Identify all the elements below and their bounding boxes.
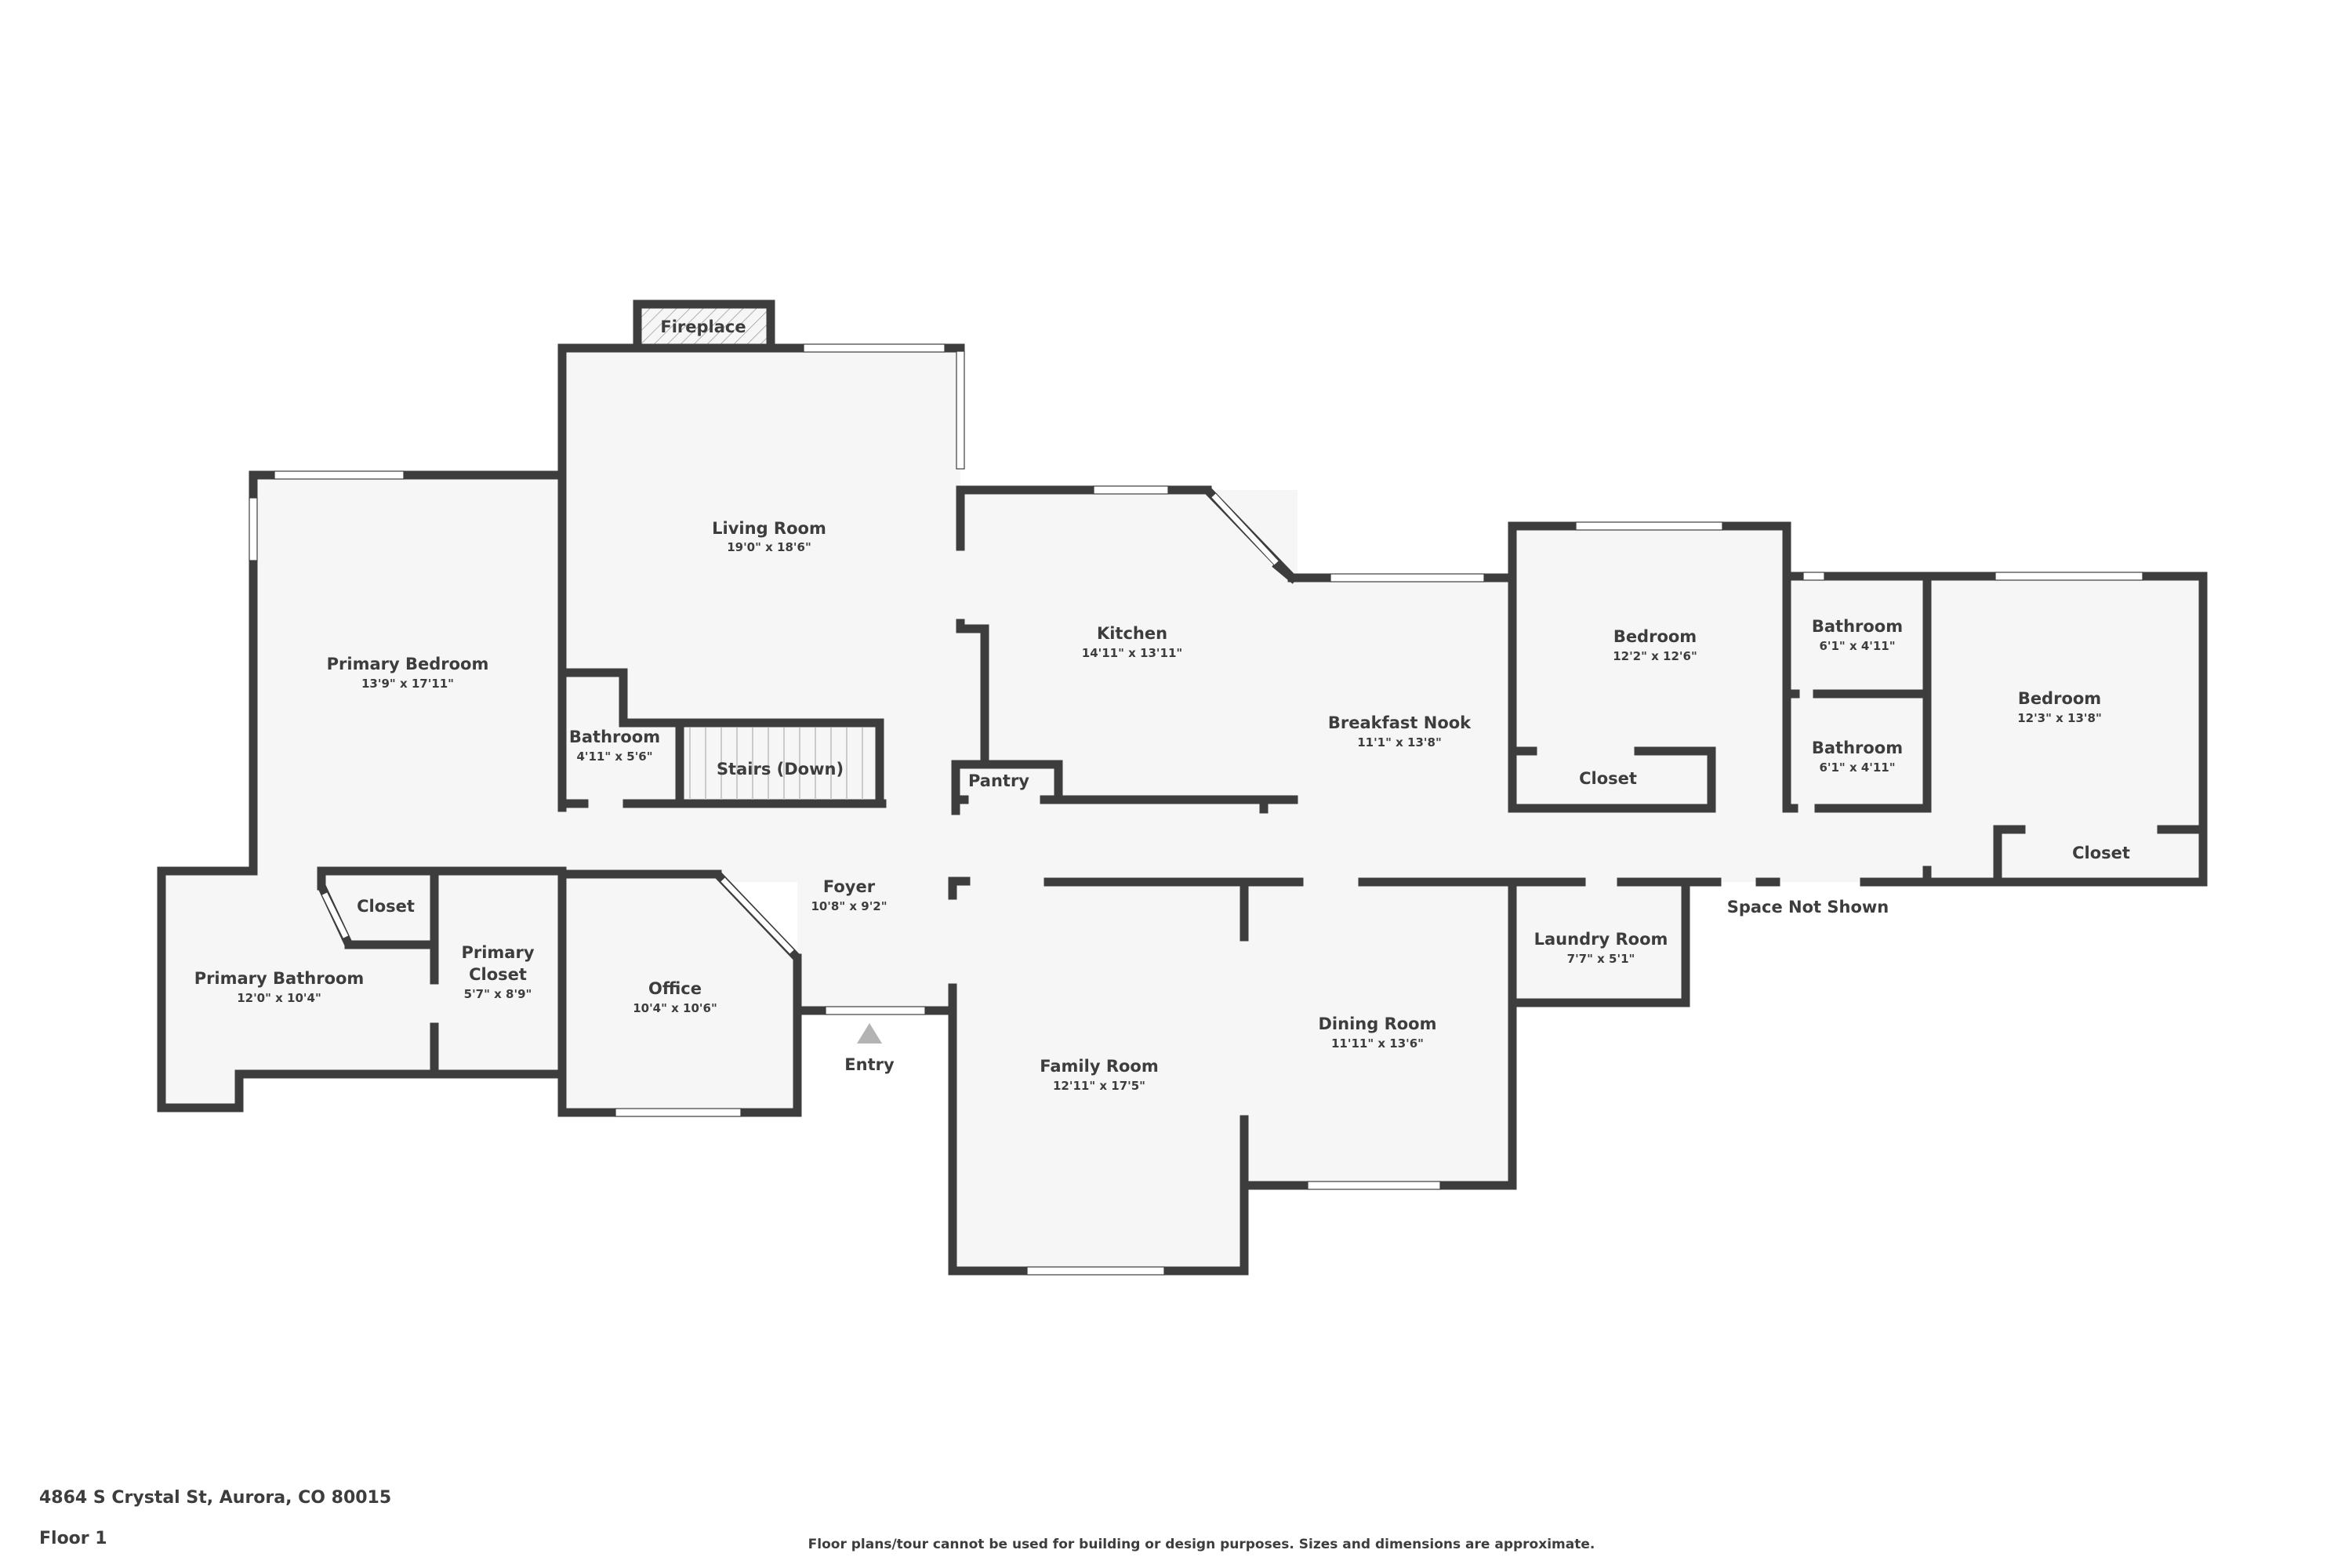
fireplace-label: Fireplace bbox=[660, 318, 746, 336]
family-room-dims: 12'11" x 17'5" bbox=[1053, 1079, 1145, 1093]
entry-door[interactable] bbox=[825, 1006, 926, 1015]
half-bathroom-label: Bathroom bbox=[569, 728, 660, 746]
office-dims: 10'4" x 10'6" bbox=[633, 1001, 717, 1015]
floor-fills bbox=[162, 308, 2203, 1271]
floor-label: Floor 1 bbox=[39, 1529, 107, 1548]
bathroom-upper-dims: 6'1" x 4'11" bbox=[1819, 639, 1895, 653]
disclaimer: Floor plans/tour cannot be used for buil… bbox=[808, 1537, 1595, 1552]
bedroom-2-dims: 12'3" x 13'8" bbox=[2017, 711, 2102, 725]
diagonal-walls bbox=[318, 487, 1295, 961]
half-bathroom-dims: 4'11" x 5'6" bbox=[576, 750, 652, 764]
office-label: Office bbox=[648, 979, 702, 998]
fireplace-hatch bbox=[641, 308, 767, 349]
primary-bathroom-label: Primary Bathroom bbox=[194, 969, 365, 988]
window bbox=[274, 470, 405, 480]
window bbox=[956, 350, 965, 470]
window bbox=[1026, 1266, 1165, 1276]
primary-bedroom-label: Primary Bedroom bbox=[327, 655, 489, 673]
window bbox=[1307, 1181, 1441, 1190]
bathroom-lower-dims: 6'1" x 4'11" bbox=[1819, 760, 1895, 775]
window bbox=[615, 1108, 742, 1117]
primary-closet-label-line2: Closet bbox=[469, 965, 527, 984]
window bbox=[1093, 485, 1169, 495]
primary-closet-label-line1: Primary bbox=[461, 943, 534, 962]
pantry-label: Pantry bbox=[968, 771, 1029, 790]
primary-bath-closet-label: Closet bbox=[357, 897, 415, 916]
window bbox=[1575, 521, 1723, 531]
window bbox=[1802, 572, 1825, 581]
laundry-room-label: Laundry Room bbox=[1534, 930, 1668, 949]
family-room-label: Family Room bbox=[1040, 1057, 1158, 1076]
bedroom-1-closet-label: Closet bbox=[1579, 769, 1637, 788]
primary-closet-dims: 5'7" x 8'9" bbox=[464, 987, 532, 1001]
breakfast-nook-dims: 11'1" x 13'8" bbox=[1357, 735, 1442, 750]
foyer-label: Foyer bbox=[823, 877, 876, 896]
bedroom-2-closet-label: Closet bbox=[2072, 844, 2130, 862]
dining-room-label: Dining Room bbox=[1319, 1014, 1437, 1033]
entry-arrow-icon bbox=[857, 1023, 882, 1044]
space-not-shown-label: Space Not Shown bbox=[1727, 898, 1889, 916]
primary-bedroom-dims: 13'9" x 17'11" bbox=[361, 677, 454, 691]
room-labels: Fireplace Living Room 19'0" x 18'6" Prim… bbox=[194, 318, 2130, 1093]
primary-bathroom-dims: 12'0" x 10'4" bbox=[237, 991, 321, 1005]
stairs-treads bbox=[689, 728, 863, 800]
kitchen-dims: 14'11" x 13'11" bbox=[1082, 646, 1182, 660]
bedroom-1-label: Bedroom bbox=[1613, 627, 1697, 646]
kitchen-label: Kitchen bbox=[1097, 624, 1167, 643]
window bbox=[1994, 572, 2143, 581]
walls bbox=[157, 299, 2208, 1276]
laundry-room-dims: 7'7" x 5'1" bbox=[1567, 952, 1635, 966]
stairs-label: Stairs (Down) bbox=[717, 760, 844, 779]
living-room-label: Living Room bbox=[712, 519, 826, 538]
dining-room-dims: 11'11" x 13'6" bbox=[1331, 1036, 1424, 1051]
breakfast-nook-label: Breakfast Nook bbox=[1328, 713, 1472, 732]
living-room-dims: 19'0" x 18'6" bbox=[727, 540, 811, 554]
bedroom-1-dims: 12'2" x 12'6" bbox=[1613, 649, 1697, 663]
bedroom-2-label: Bedroom bbox=[2018, 689, 2101, 708]
windows bbox=[249, 343, 2143, 1276]
bathroom-upper-label: Bathroom bbox=[1812, 617, 1903, 636]
property-address: 4864 S Crystal St, Aurora, CO 80015 bbox=[39, 1488, 392, 1508]
entry-label: Entry bbox=[844, 1055, 895, 1074]
window bbox=[1330, 573, 1485, 583]
bathroom-lower-label: Bathroom bbox=[1812, 739, 1903, 757]
window bbox=[249, 497, 258, 561]
foyer-dims: 10'8" x 9'2" bbox=[811, 899, 887, 913]
window bbox=[803, 343, 946, 353]
